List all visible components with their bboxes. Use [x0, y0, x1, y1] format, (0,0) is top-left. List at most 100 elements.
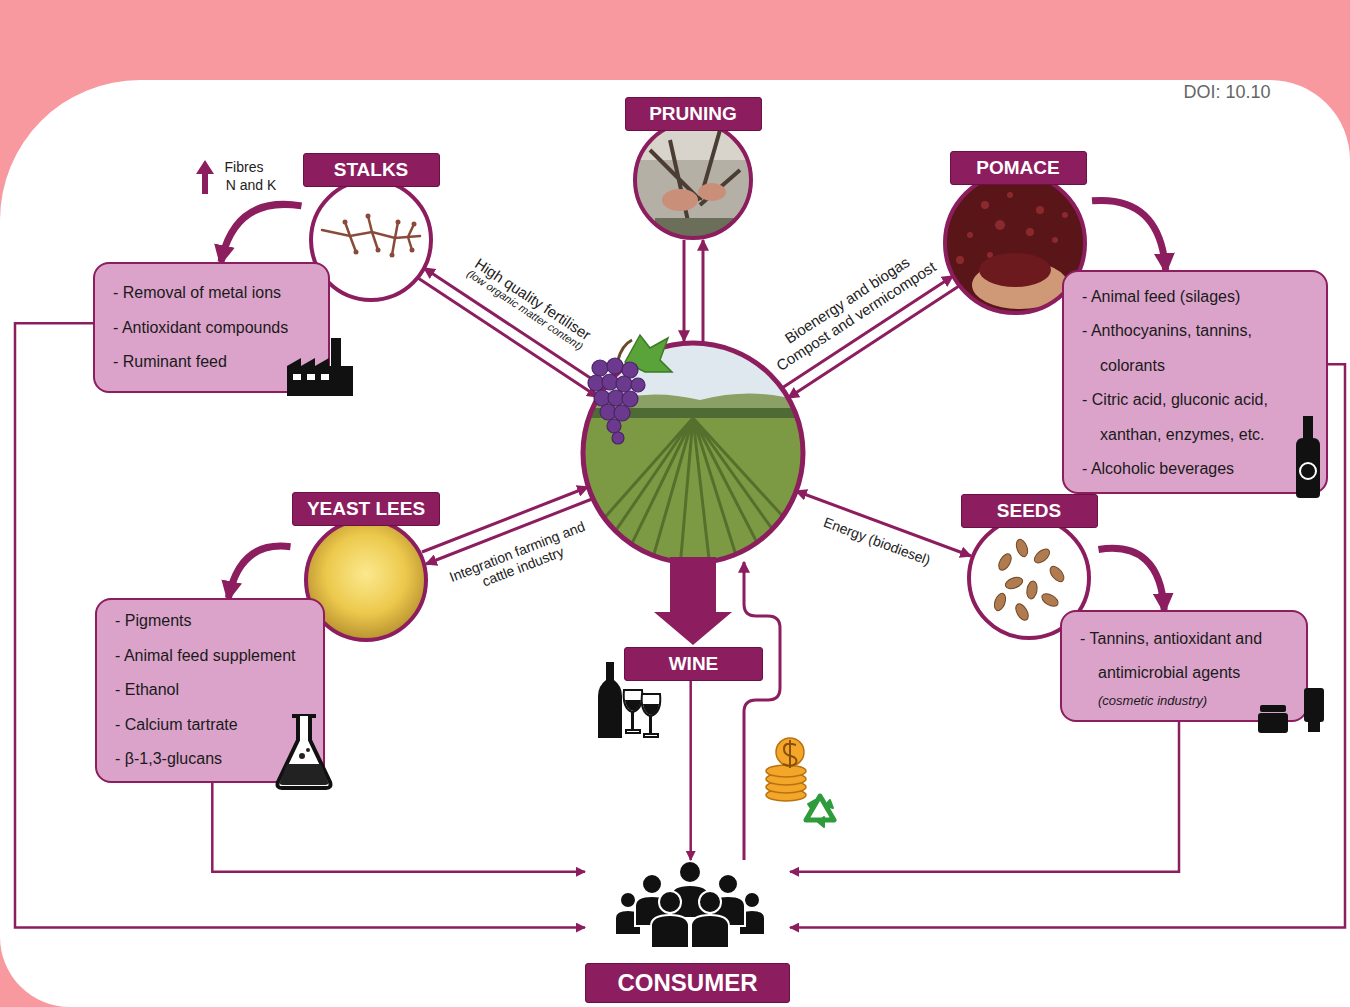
decor-shape — [622, 391, 638, 407]
decor-shape — [630, 120, 760, 248]
decor-shape — [642, 694, 661, 737]
heading-label: PRUNING — [625, 97, 762, 131]
note-text: (cosmetic industry) — [1062, 690, 1306, 712]
decor-shape — [612, 432, 624, 444]
connector — [212, 783, 585, 872]
decor-shape — [699, 891, 721, 913]
decor-shape — [1014, 538, 1030, 558]
decor-shape — [702, 240, 705, 341]
decor-shape — [588, 358, 645, 444]
decor-shape — [683, 240, 686, 341]
decor-shape — [306, 748, 310, 752]
source-circle: PRUNING — [624, 97, 763, 242]
list-item: - Animal feed (silages) — [1064, 280, 1326, 314]
connector — [689, 681, 692, 860]
decor-shape — [1013, 602, 1031, 623]
decor-shape — [614, 405, 630, 421]
decor-shape — [583, 343, 803, 563]
connector — [790, 722, 1179, 872]
heading-label: STALKS — [303, 153, 440, 187]
decor-shape — [642, 874, 662, 894]
decor-shape — [331, 338, 341, 368]
heading-label: WINE — [624, 647, 763, 681]
list-item: - Tannins, antioxidant and antimicrobial… — [1062, 622, 1306, 690]
decor-shape — [412, 222, 417, 227]
decor-shape — [635, 122, 751, 238]
decor-shape — [1036, 206, 1044, 214]
heading-label: POMACE — [950, 151, 1087, 185]
cosmetics-icon — [1258, 688, 1330, 734]
center-arrows — [418, 240, 971, 860]
decor-shape — [560, 340, 830, 568]
decor-shape — [1304, 688, 1324, 722]
decor-shape — [995, 220, 1005, 230]
decor-shape — [196, 160, 214, 174]
decor-shape — [624, 690, 643, 733]
heading-label: CONSUMER — [585, 963, 790, 1003]
decor-shape — [345, 216, 414, 255]
product-list: - Tannins, antioxidant and antimicrobial… — [1060, 610, 1308, 722]
factory-icon — [287, 338, 353, 396]
wine-arrow — [654, 557, 732, 645]
list-item: - Removal of metal ions — [95, 276, 328, 311]
pruning-picture — [630, 120, 760, 248]
decor-shape — [390, 253, 395, 258]
decor-shape — [1062, 212, 1068, 218]
decor-shape — [607, 419, 621, 433]
product-box: WINE — [624, 647, 763, 681]
curved-arrow — [221, 204, 302, 262]
decor-shape — [280, 764, 328, 785]
decor-shape — [651, 915, 689, 948]
decor-shape — [278, 716, 331, 788]
decor-shape — [625, 700, 641, 711]
decor-shape — [766, 765, 806, 777]
decor-shape — [1308, 722, 1320, 732]
arrow-label: Compost and vermicompost — [773, 258, 939, 374]
decor-shape — [598, 662, 622, 738]
arrow-label: DOI: 10.10 — [1183, 82, 1270, 103]
decor-shape — [967, 232, 973, 238]
coins-icon — [766, 738, 806, 801]
decor-shape — [718, 874, 738, 894]
decor-shape — [662, 189, 698, 211]
decor-shape — [299, 753, 305, 759]
decor-shape — [698, 183, 726, 201]
connector — [15, 323, 585, 927]
decor-shape — [631, 378, 645, 392]
product-list: - Pigments- Animal feed supplement- Etha… — [95, 598, 325, 783]
flask-icon — [272, 712, 336, 790]
curved-arrow — [1092, 200, 1166, 270]
decor-shape — [766, 738, 806, 801]
decor-shape — [992, 538, 1066, 622]
decor-shape — [616, 376, 632, 392]
list-item: - Ruminant feed — [95, 345, 328, 380]
bottle-icon — [1290, 416, 1326, 498]
decor-shape — [956, 256, 964, 264]
arrow-label: Integration farming and cattle industry — [433, 512, 608, 605]
decor-shape — [691, 915, 729, 948]
list-item: - Ethanol — [97, 673, 323, 708]
decor-shape — [1047, 564, 1066, 584]
decor-shape — [354, 250, 359, 255]
decor-shape — [592, 360, 608, 376]
heading-label: YEAST LEES — [292, 492, 440, 526]
decor-shape — [783, 740, 796, 768]
decor-shape — [1303, 416, 1313, 440]
decor-shape — [560, 418, 830, 568]
arrow-label: N and K — [226, 177, 277, 193]
decor-shape — [376, 248, 381, 253]
decor-shape — [1296, 438, 1320, 498]
decor-shape — [643, 704, 659, 715]
arrow-label: Fibres — [225, 159, 264, 175]
decor-shape — [1032, 546, 1052, 565]
decor-shape — [343, 214, 417, 258]
decor-shape — [996, 552, 1014, 573]
list-item: - Citric acid, gluconic acid, xanthan, e… — [1064, 383, 1326, 452]
decor-shape — [343, 220, 348, 225]
decor-shape — [287, 358, 353, 396]
heading-label: SEEDS — [961, 494, 1098, 528]
